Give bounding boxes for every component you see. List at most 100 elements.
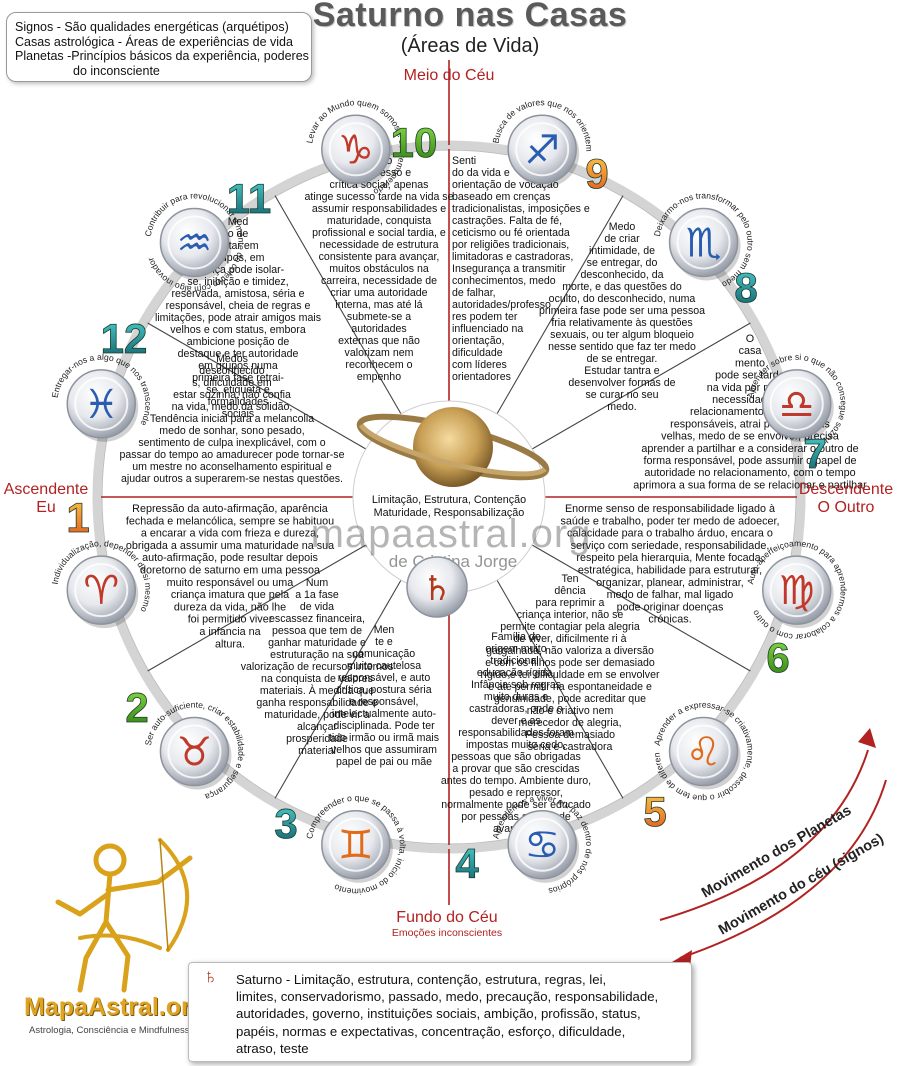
house-text-line: do da vida e	[452, 167, 510, 179]
legend-line: Planetas -Princípios básicos da experiên…	[15, 49, 309, 63]
house-text-line: gargalhada, não valoriza a diversão	[486, 645, 654, 657]
house-text-line: sentimento de culpa inexplicável, com o	[138, 437, 325, 449]
house-number: 6	[766, 634, 789, 681]
house-text-line: Senti	[452, 155, 476, 167]
page-subtitle: (Áreas de Vida)	[400, 35, 540, 57]
house-text-line: se, etiqueta e	[206, 384, 270, 396]
house-number: 12	[101, 315, 148, 362]
house-number: 11	[227, 175, 271, 222]
house-text-line: genuinidade, pode acreditar que	[494, 693, 646, 705]
house-text-line: desconhecido	[199, 365, 264, 377]
house-text-line: velhos que assumiram	[331, 744, 437, 756]
house-text-line: impostas muito cedo,	[466, 739, 566, 751]
house-text-line: saúde e trabalho, poder ter medo de adoe…	[560, 515, 779, 527]
house-text-line: ceticismo ou fé orientada	[452, 227, 570, 239]
center-keywords-line: Maturidade, Responsabilização	[374, 507, 525, 519]
house-text-line: te e	[375, 636, 393, 648]
house-text-line: respeito pela hierarquia, Mente focada,	[576, 552, 763, 564]
zodiac-glyph-icon: ♈	[83, 568, 119, 614]
summary-line: papéis, normas e expectativas, concentra…	[236, 1023, 626, 1039]
house-text-line: assumir responsabilidades e	[312, 203, 446, 215]
summary-line: limites, conservadorismo, passado, medo,…	[236, 989, 659, 1005]
house-text-line: de falhar,	[452, 287, 496, 299]
house-text-line: intelectualmente auto-	[332, 708, 437, 720]
house-text-line: influenciado na	[452, 323, 523, 335]
house-text-line: O	[746, 333, 754, 345]
house-descriptions: Repressão da auto-afirmação, aparênciafe…	[120, 155, 868, 835]
house-text-line: alcançar	[297, 721, 338, 733]
summary-line: Saturno - Limitação, estrutura, contençã…	[236, 972, 607, 987]
house-text-line: Medos	[216, 353, 248, 365]
house-text-line: estar sozinha, não confia	[173, 389, 291, 401]
house-text-line: medo de falhar, mal ligado	[607, 589, 734, 601]
house-6-description: Enorme senso de responsabilidade ligado …	[560, 503, 779, 626]
archer-body	[77, 871, 113, 993]
house-text-line: Pessoa demasiado	[525, 729, 615, 741]
house-text-line: fria relativamente às questões	[551, 317, 692, 329]
house-text-line: de viver, dificilmente ri à	[513, 633, 626, 645]
house-text-line: consistente para avançar,	[319, 251, 440, 263]
house-text-line: intimidade, de	[589, 245, 655, 257]
house-text-line: limitadoras e castradoras,	[452, 251, 573, 263]
house-text-line: Men	[374, 624, 395, 636]
house-text-line: medo.	[607, 401, 636, 413]
house-text-line: valorização de recursos internos	[241, 661, 394, 673]
saturn-summary-box: ♄ Saturno - Limitação, estrutura, conten…	[188, 962, 692, 1062]
house-text-line: destaque e ter autoridade	[178, 348, 299, 360]
house-text-line: autoridade no relacionamento, com o temp…	[644, 467, 855, 479]
desc-label: Descendente	[799, 481, 893, 498]
house-text-line: castradoras, onde o	[469, 703, 563, 715]
house-text-line: e até permitir na espontaneidade e	[488, 681, 652, 693]
sign-balls: ♈♉♊♋♌♍♎♏♐♑♒♓	[66, 114, 834, 883]
logo-name: MapaAstral.org	[24, 993, 206, 1021]
house-text-line: materiais. À medida que	[260, 684, 374, 697]
house-text-line: doretorno de saturno em uma pessoa	[140, 565, 320, 577]
zodiac-glyph-icon: ♐	[524, 127, 560, 173]
house-text-line: Infância sob regras	[471, 679, 561, 691]
saturn-planet-image	[356, 407, 550, 487]
planets-movement-arrow	[659, 749, 869, 921]
house-text-line: muito cautelosa	[347, 660, 421, 672]
house-text-line: de criar	[604, 233, 640, 245]
zodiac-glyph-icon: ♌	[686, 730, 722, 776]
house-text-line: pesado e repressor,	[469, 787, 563, 799]
house-text-line: primeira fase pode ser uma pessoa	[539, 305, 705, 317]
house-text-line: s, dificuldade em	[192, 377, 272, 389]
house-text-line: desconhecido, da	[580, 269, 663, 281]
house-text-line: educação rígida.	[477, 667, 555, 679]
watermark: mapaastral.org	[311, 512, 592, 556]
house-text-line: Estudar tantra e	[584, 365, 659, 377]
house-text-line: Família de	[491, 631, 541, 643]
summary-text: Saturno - Limitação, estrutura, contençã…	[236, 971, 681, 1057]
house-text-line: se, inibição e timidez,	[187, 276, 288, 288]
house-number: 5	[643, 788, 666, 835]
house-text-line: maturidade, conquista	[327, 215, 431, 227]
house-text-line: pode ser tarde	[715, 370, 785, 382]
house-text-line: muito responsável ou uma	[167, 577, 294, 589]
house-text-line: estratégica, habilidade para estruturar,	[578, 565, 762, 577]
house-text-line: Repressão da auto-afirmação, aparência	[132, 503, 328, 515]
house-text-line: autoridades	[351, 323, 406, 335]
house-text-line: a provar que são crescidas	[452, 763, 579, 775]
house-text-line: dificuldade	[452, 347, 503, 359]
house-number: 7	[803, 430, 826, 477]
house-text-line: por religiões tradicionais,	[452, 239, 569, 251]
house-text-line: autoridades/professo	[452, 299, 551, 311]
house-text-line: tradicional,	[490, 655, 541, 667]
house-text-line: passar do tempo ao amadurecer pode torna…	[120, 449, 345, 461]
house-text-line: serviço com seriedade, responsabilidade,	[571, 540, 770, 552]
house-text-line: se curar no seu	[585, 389, 658, 401]
sign-3-ball: ♊	[321, 809, 393, 883]
ic-label: Fundo do Céu	[396, 909, 497, 926]
zodiac-glyph-icon: ♎	[779, 382, 815, 428]
house-text-line: estruturação na sua	[270, 649, 364, 661]
house-text-line: desenvolver formas de	[568, 377, 675, 389]
house-text-line: merecedor de alegria,	[518, 717, 621, 729]
archer-logo-image	[55, 838, 193, 993]
house-text-line: primeira fase retrai-	[192, 372, 284, 384]
